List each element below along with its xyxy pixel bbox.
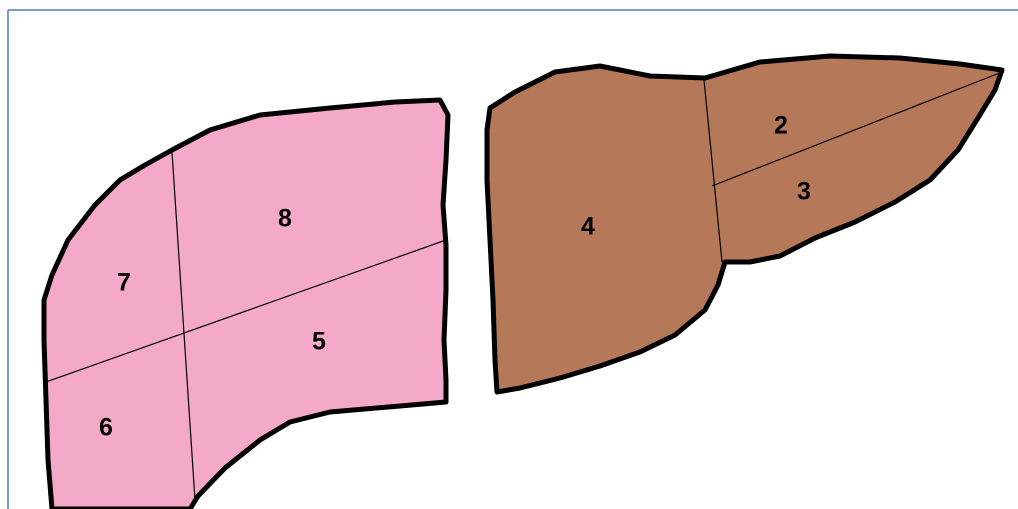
segment-2: 2: [774, 112, 788, 140]
right-lobe: 8 7 5 6: [44, 100, 448, 509]
segment-4: 4: [581, 213, 595, 241]
left-lobe: 4 2 3: [487, 56, 1002, 392]
right-lobe-shape: [44, 100, 448, 509]
left-lobe-shape: [487, 56, 1002, 392]
segment-8: 8: [278, 205, 292, 233]
segment-6: 6: [99, 414, 113, 442]
segment-3: 3: [797, 178, 811, 206]
segment-5: 5: [312, 328, 326, 356]
segment-7: 7: [117, 269, 131, 297]
